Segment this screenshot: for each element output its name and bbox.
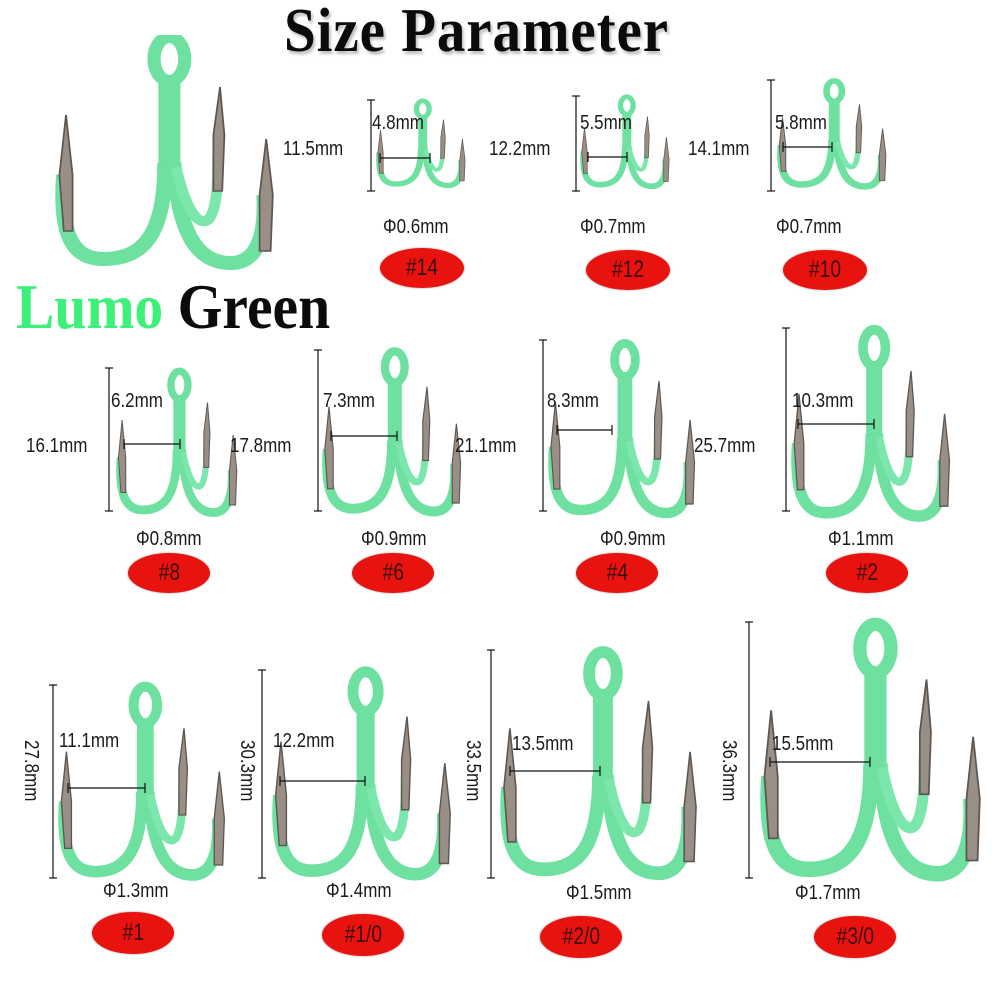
gap-label: 12.2mm (273, 730, 335, 752)
size-badge-label: #3/0 (836, 923, 874, 950)
wire-diameter-label: Φ1.3mm (103, 880, 169, 902)
color-title: Lumo Green (16, 270, 330, 344)
treble-hook-icon (58, 685, 226, 885)
treble-hook-image (500, 650, 698, 885)
treble-hook-icon (580, 96, 670, 191)
height-label: 33.5mm (462, 740, 484, 802)
gap-label: 10.3mm (792, 390, 854, 412)
treble-hook-icon (55, 35, 275, 275)
treble-hook-image (548, 342, 696, 522)
gap-label: 11.1mm (59, 730, 120, 752)
size-badge: #8 (128, 553, 210, 593)
height-label: 12.2mm (489, 138, 551, 160)
wire-diameter-label: Φ1.5mm (566, 882, 632, 904)
gap-label: 7.3mm (323, 390, 375, 412)
size-badge: #2 (826, 553, 908, 593)
gap-label: 5.5mm (580, 112, 632, 134)
wire-diameter-label: Φ0.8mm (136, 528, 202, 550)
wire-diameter-label: Φ0.9mm (600, 528, 666, 550)
height-label: 25.7mm (694, 435, 756, 457)
treble-hook-image (580, 96, 670, 191)
wire-diameter-label: Φ1.4mm (326, 880, 392, 902)
size-badge: #14 (380, 248, 464, 288)
size-badge: #3/0 (814, 916, 896, 958)
size-badge-label: #2/0 (562, 923, 600, 950)
treble-hook-image (322, 350, 462, 520)
size-badge-label: #2 (856, 559, 878, 586)
treble-hook-image (791, 328, 951, 526)
size-badge-label: #1 (122, 919, 144, 946)
size-badge: #2/0 (540, 916, 622, 958)
height-label: 14.1mm (688, 138, 750, 160)
page-title: Size Parameter (284, 0, 670, 65)
color-title-lumo: Lumo (16, 271, 164, 342)
size-badge: #10 (783, 250, 867, 290)
gap-label: 4.8mm (372, 112, 424, 134)
size-badge-label: #1/0 (344, 921, 382, 948)
gap-label: 6.2mm (111, 390, 163, 412)
height-label: 16.1mm (26, 435, 88, 457)
color-title-green: Green (177, 271, 331, 342)
size-badge: #1/0 (322, 914, 404, 956)
gap-label: 13.5mm (512, 733, 574, 755)
wire-diameter-label: Φ0.6mm (383, 216, 449, 238)
size-badge-label: #12 (611, 256, 645, 283)
size-badge-label: #6 (382, 559, 404, 586)
treble-hook-icon (548, 342, 696, 522)
treble-hook-icon (272, 670, 452, 885)
gap-label: 5.8mm (775, 112, 827, 134)
treble-hook-icon (322, 350, 462, 520)
height-label: 27.8mm (20, 740, 42, 802)
height-label: 17.8mm (230, 435, 292, 457)
treble-hook-image (777, 80, 887, 192)
treble-hook-image (272, 670, 452, 885)
size-badge-label: #4 (606, 559, 628, 586)
size-badge: #6 (352, 553, 434, 593)
gap-label: 8.3mm (547, 390, 599, 412)
treble-hook-icon (791, 328, 951, 526)
size-badge: #1 (92, 912, 174, 954)
size-badge-label: #14 (405, 254, 439, 281)
size-badge: #12 (586, 250, 670, 290)
gap-label: 15.5mm (772, 733, 834, 755)
treble-hook-icon (500, 650, 698, 885)
height-label: 36.3mm (718, 740, 740, 802)
height-label: 11.5mm (283, 138, 344, 160)
wire-diameter-label: Φ0.7mm (776, 216, 842, 238)
wire-diameter-label: Φ1.1mm (828, 528, 894, 550)
treble-hook-image (58, 685, 226, 885)
wire-diameter-label: Φ0.9mm (361, 528, 427, 550)
treble-hook-icon (777, 80, 887, 192)
size-badge: #4 (576, 553, 658, 593)
wire-diameter-label: Φ1.7mm (795, 882, 861, 904)
height-label: 30.3mm (236, 740, 258, 802)
wire-diameter-label: Φ0.7mm (580, 216, 646, 238)
size-badge-label: #8 (158, 559, 180, 586)
hero-hook-image (55, 35, 275, 275)
size-badge-label: #10 (808, 256, 842, 283)
height-label: 21.1mm (455, 435, 517, 457)
